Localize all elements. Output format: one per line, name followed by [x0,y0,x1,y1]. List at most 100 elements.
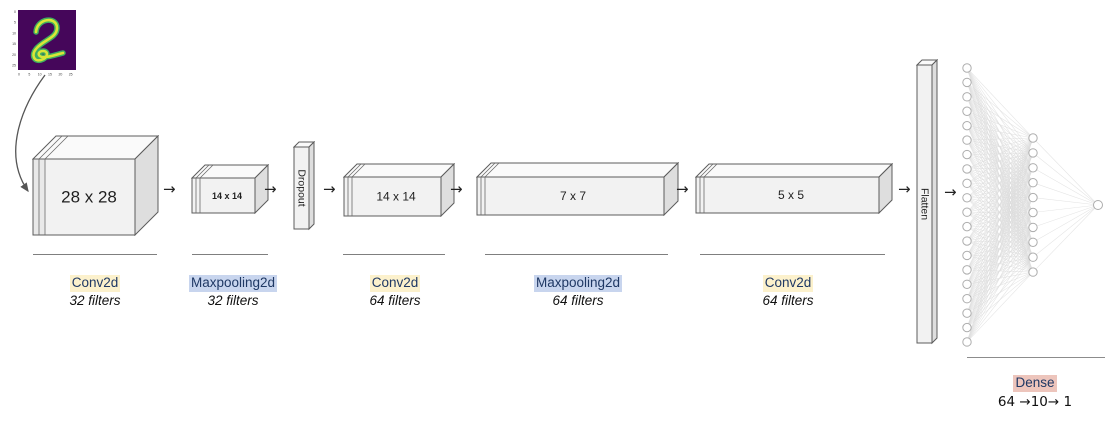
net-connection [1032,204,1099,228]
flow-arrow-icon: → [898,180,911,198]
flatten-slab: Flatten [916,59,938,345]
block-size-label: 14 x 14 [212,191,242,201]
net-connection [966,96,1034,139]
hidden-neuron-node [1028,163,1038,173]
output-neuron-node [1093,200,1103,210]
net-connection [1032,167,1099,206]
net-connection [966,182,1034,343]
net-connection [1032,152,1099,206]
input-neuron-node [962,135,972,145]
hidden-neuron-node [1028,207,1038,218]
net-connection [966,137,1034,242]
input-neuron-node [962,92,972,102]
input-neuron-node [962,63,972,73]
net-connection [966,125,1034,139]
cube-front-face [343,176,442,217]
net-connection [966,137,1034,256]
input-neuron-node [962,265,972,275]
hidden-neuron-node [1028,267,1038,277]
net-connection [966,137,1034,213]
net-connection [1032,182,1099,206]
net-connection [966,271,1034,343]
mnist-y-tick: 5 [14,21,16,25]
layer-detail: 32 filters [69,293,121,308]
layer-detail: 64 filters [369,293,421,308]
digit-stroke-core [32,18,65,62]
input-neuron-node [962,106,972,116]
layer-name-badge: Dense [1013,375,1057,392]
flow-arrow-icon: → [163,180,176,198]
flow-arrow-icon: → [264,180,277,198]
layer-label-conv1: Conv2d 32 filters [10,274,180,309]
flow-arrow-icon: → [944,183,957,201]
hidden-neuron-node [1028,133,1038,143]
hidden-neuron-node [1028,178,1038,188]
net-connection [966,137,1034,155]
net-connection [1032,204,1099,213]
net-connection [1032,204,1099,273]
input-neuron-node [962,322,972,333]
cube-front-face [695,176,880,214]
layer-label-conv2: Conv2d 64 filters [310,274,480,309]
cube-front-face [191,177,256,214]
mnist-y-tick: 15 [12,42,16,46]
mnist-y-tick: 0 [14,10,16,14]
net-connection [966,137,1034,227]
layer-detail: 64 filters [552,293,604,308]
input-neuron-node [962,250,972,261]
net-connection [966,242,1034,343]
net-connection [1032,204,1099,258]
hidden-neuron-node [1028,252,1038,262]
layer-underline [192,254,268,255]
net-connection [966,137,1034,299]
input-neuron-node [962,149,972,160]
cube-side-face [931,59,938,345]
layer-name-badge: Maxpooling2d [188,275,278,292]
mnist-x-tick: 20 [58,73,62,77]
net-connection [1032,137,1099,206]
net-connection [966,67,1034,139]
input-neuron-node [962,77,972,88]
net-connection [1032,204,1099,243]
block-size-label: 14 x 14 [376,190,416,204]
hidden-neuron-node [1028,237,1038,248]
layer-underline [33,254,157,255]
input-neuron-node [962,221,972,232]
input-neuron-node [962,279,972,290]
input-neuron-node [962,337,972,347]
input-neuron-node [962,207,972,217]
net-connection [966,137,1034,271]
conv-block-5x5: 5 x 5 [695,163,893,214]
mnist-input-image: 0 5 10 15 20 25 0 5 10 15 20 25 [12,10,76,77]
maxpool-block-7x7: 7 x 7 [476,162,679,216]
net-connection [966,110,1034,139]
net-connection [966,137,1034,184]
cube-top-face [476,162,679,178]
net-connection [966,137,1034,314]
layer-label-maxpool1: Maxpooling2d 32 filters [148,274,318,309]
net-connection [966,197,1034,343]
input-neuron-node [962,120,972,131]
cube-front-face [476,176,665,216]
input-neuron-node [962,236,972,246]
dense-network-graph [962,63,1103,347]
layer-detail: 32 filters [207,293,259,308]
block-size-label: 5 x 5 [778,188,804,202]
layer-underline [700,254,885,255]
layer-underline [485,254,668,255]
layer-name-badge: Maxpooling2d [533,275,623,292]
cube-front-face [916,64,933,344]
hidden-neuron-node [1028,222,1038,233]
input-neuron-node [962,294,972,304]
layer-underline [967,357,1105,358]
layer-label-dense: Dense 64 →10→ 1 [950,374,1108,410]
mnist-x-tick: 0 [18,73,20,77]
mnist-y-tick: 20 [12,53,16,57]
net-connection [966,257,1034,343]
block-size-label: 28 x 28 [61,188,117,207]
net-connection [966,137,1034,285]
layer-detail: 64 →10→ 1 [997,394,1073,410]
net-connection [966,167,1034,343]
conv-block-28x28: 28 x 28 [32,135,159,236]
